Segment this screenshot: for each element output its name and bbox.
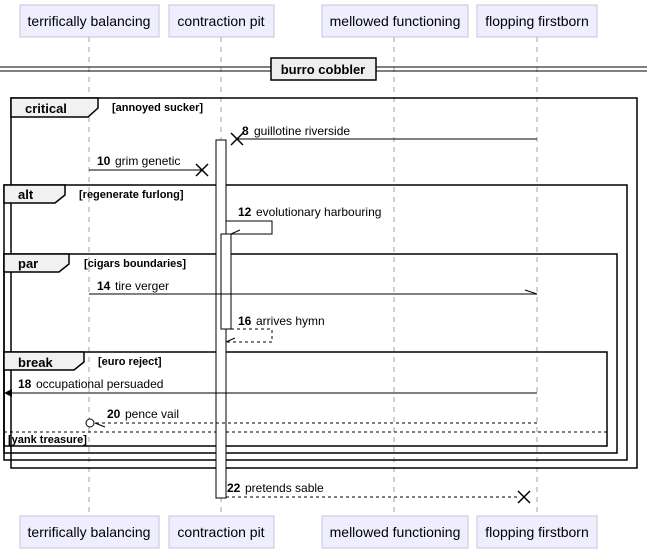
fragment-guard: [cigars boundaries] [84,258,186,270]
participant-label: mellowed functioning [330,13,461,29]
participant-top-contraction-pit[interactable]: contraction pit [168,4,275,38]
message-10: 10 grim genetic [89,154,209,177]
fragment-critical: critical [annoyed sucker] [10,97,638,469]
message-20: 20 pence vail [85,407,537,428]
divider: burro cobbler [0,57,647,81]
participant-bottom-terrifically-balancing[interactable]: terrifically balancing [19,515,160,549]
message-text: grim genetic [115,154,180,168]
participant-label: terrifically balancing [28,524,151,540]
participant-label: contraction pit [177,13,264,29]
participant-label: flopping firstborn [485,13,589,29]
message-text: evolutionary harbouring [256,205,381,219]
fragment-keyword: par [18,256,38,271]
message-number: 18 [18,377,32,391]
fragment-else-guard: [yank treasure] [8,434,87,446]
message-text: pence vail [125,407,179,421]
participant-top-mellowed-functioning[interactable]: mellowed functioning [321,4,469,38]
message-12: 12 evolutionary harbouring [226,205,381,235]
participant-label: terrifically balancing [28,13,151,29]
message-22: 22 pretends sable [226,481,531,504]
participant-label: mellowed functioning [330,524,461,540]
participant-bottom-mellowed-functioning[interactable]: mellowed functioning [321,515,469,549]
participant-bottom-flopping-firstborn[interactable]: flopping firstborn [476,515,598,549]
message-14: 14 tire verger [89,279,538,295]
message-text: pretends sable [245,481,324,495]
fragment-keyword: alt [18,187,34,202]
message-number: 8 [242,124,249,138]
message-text: occupational persuaded [36,377,163,391]
message-text: arrives hymn [256,314,325,328]
fragment-guard: [regenerate furlong] [79,189,184,201]
fragment-keyword: break [18,355,53,370]
fragment-guard: [euro reject] [98,356,162,368]
fragment-break: break [euro reject] [yank treasure] [3,351,608,447]
divider-label: burro cobbler [281,62,366,77]
message-text: guillotine riverside [254,124,350,138]
participant-label: flopping firstborn [485,524,589,540]
message-18: 18 occupational persuaded [4,377,537,397]
message-number: 22 [227,481,241,495]
message-16: 16 arrives hymn [225,314,325,343]
message-8: 8 guillotine riverside [230,124,537,146]
participant-top-terrifically-balancing[interactable]: terrifically balancing [19,4,160,38]
fragment-keyword: critical [25,101,67,116]
message-number: 14 [97,279,111,293]
participant-bottom-contraction-pit[interactable]: contraction pit [168,515,275,549]
message-text: tire verger [115,279,169,293]
activation-bar [220,233,232,330]
message-number: 20 [107,407,121,421]
message-number: 10 [97,154,111,168]
participant-label: contraction pit [177,524,264,540]
message-number: 16 [238,314,252,328]
fragment-guard: [annoyed sucker] [112,102,203,114]
participant-top-flopping-firstborn[interactable]: flopping firstborn [476,4,598,38]
message-number: 12 [238,205,252,219]
